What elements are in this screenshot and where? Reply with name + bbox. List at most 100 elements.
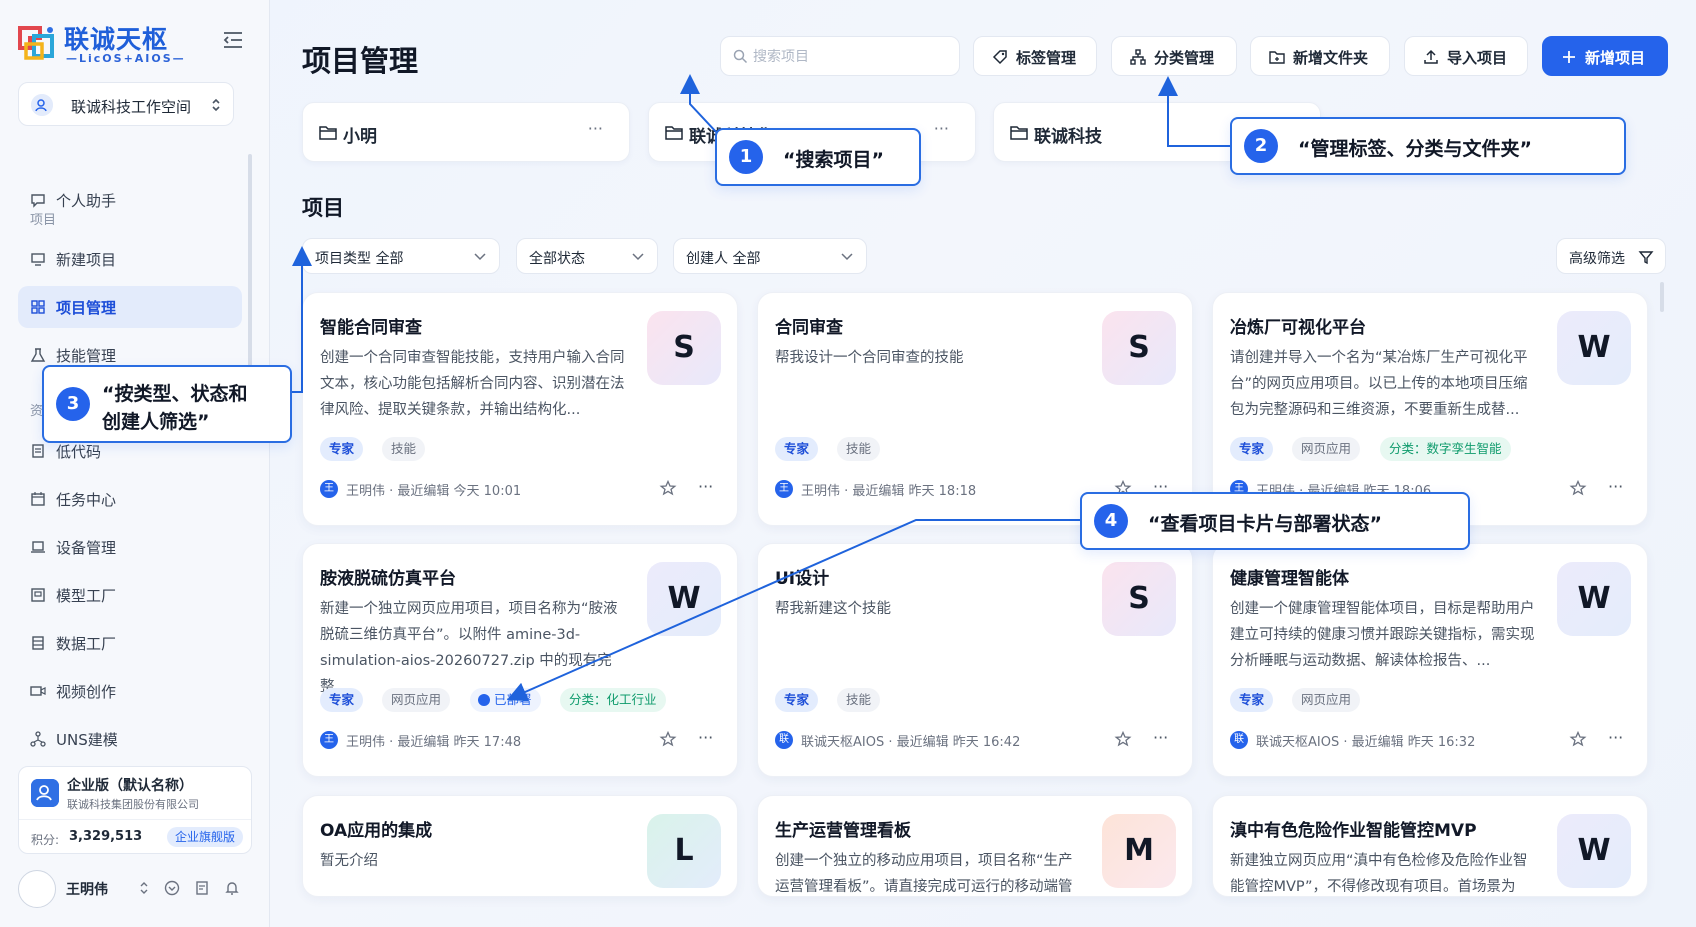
chevron-down-icon: [474, 253, 486, 261]
project-description: 暂无介绍: [320, 853, 378, 869]
project-type-filter[interactable]: 项目类型 全部: [302, 238, 500, 274]
workspace-switcher[interactable]: 联诚科技工作空间: [18, 82, 234, 126]
sidebar-item-video-creation[interactable]: 视频创作: [18, 670, 242, 712]
button-label: 标签管理: [1016, 49, 1077, 67]
tag-label: 已部署: [494, 692, 532, 707]
sidebar-item-model-factory[interactable]: 模型工厂: [18, 574, 242, 616]
more-icon[interactable]: ···: [698, 477, 714, 496]
author-avatar: 王: [775, 480, 793, 498]
project-card[interactable]: 胺液脱硫仿真平台新建一个独立网页应用项目，项目名称为“胺液脱硫三维仿真平台”。以…: [302, 543, 738, 777]
project-type-avatar: W: [1557, 814, 1631, 888]
star-icon[interactable]: [659, 479, 677, 496]
sidebar-item-new-project[interactable]: 新建项目: [18, 238, 242, 280]
sidebar-item-label: 个人助手: [56, 192, 117, 210]
tag-management-button[interactable]: 标签管理: [973, 36, 1097, 76]
import-project-button[interactable]: 导入项目: [1404, 36, 1528, 76]
new-folder-button[interactable]: 新增文件夹: [1250, 36, 1390, 76]
folder-card[interactable]: 小明 ···: [302, 102, 630, 162]
sidebar-item-device-management[interactable]: 设备管理: [18, 526, 242, 568]
card-footer: 王王明伟 · 最近编辑 今天 10:01···: [320, 477, 724, 499]
card-footer: 联联诚天枢AIOS · 最近编辑 昨天 16:42···: [775, 728, 1179, 750]
project-title: 生产运营管理看板: [775, 821, 911, 841]
category-management-button[interactable]: 分类管理: [1111, 36, 1237, 76]
tag-label: 分类：化工行业: [569, 692, 657, 707]
more-icon[interactable]: ···: [1608, 477, 1624, 496]
project-card[interactable]: 生产运营管理看板创建一个独立的移动应用项目，项目名称“生产运营管理看板”。请直接…: [757, 795, 1193, 897]
sidebar-item-label: 技能管理: [56, 347, 117, 365]
project-type-avatar: L: [647, 814, 721, 888]
expert-tag: 专家: [1230, 688, 1274, 712]
filter-label: 高级筛选: [1569, 251, 1625, 267]
tag-label: 网页应用: [391, 692, 442, 707]
project-description: 创建一个健康管理智能体项目，目标是帮助用户建立可持续的健康习惯并跟踪关键指标，需…: [1230, 601, 1535, 669]
project-card[interactable]: 智能合同审查创建一个合同审查智能技能，支持用户输入合同文本，核心功能包括解析合同…: [302, 292, 738, 526]
expert-tag: 专家: [320, 437, 364, 461]
page-title: 项目管理: [302, 44, 419, 78]
sidebar-scrollbar[interactable]: [248, 154, 252, 374]
new-project-button[interactable]: 新增项目: [1542, 36, 1668, 76]
tag-label: 专家: [784, 441, 810, 456]
search-icon: [733, 49, 748, 64]
sidebar-item-task-center[interactable]: 任务中心: [18, 478, 242, 520]
collapse-sidebar-icon[interactable]: [222, 30, 244, 50]
annotation-callout-3: 3 “按类型、状态和 创建人筛选”: [42, 365, 292, 443]
avatar[interactable]: [18, 870, 56, 908]
sidebar-item-low-code[interactable]: 低代码: [18, 430, 242, 472]
sidebar-item-assistant[interactable]: 个人助手: [18, 179, 242, 221]
type-tag: 技能: [837, 437, 881, 461]
more-icon[interactable]: ···: [933, 119, 949, 138]
project-card[interactable]: 健康管理智能体创建一个健康管理智能体项目，目标是帮助用户建立可持续的健康习惯并跟…: [1212, 543, 1648, 777]
check-circle-icon[interactable]: [164, 880, 180, 896]
search-box[interactable]: [720, 36, 960, 76]
more-icon[interactable]: ···: [698, 728, 714, 747]
star-icon[interactable]: [1114, 479, 1132, 496]
folder-icon: [665, 126, 683, 140]
project-title: 滇中有色危险作业智能管控MVP: [1230, 821, 1477, 841]
status-filter[interactable]: 全部状态: [516, 238, 658, 274]
logo-subtitle: —LicOS+AIOS—: [66, 52, 186, 65]
database-icon: [32, 636, 44, 650]
callout-number: 4: [1094, 504, 1128, 538]
logo-title: 联诚天枢: [64, 25, 169, 54]
flask-icon: [30, 348, 46, 362]
sidebar-item-label: UNS建模: [56, 731, 118, 749]
enterprise-panel[interactable]: 企业版（默认名称） 联诚科技集团股份有限公司 积分: 3,329,513 企业旗…: [18, 766, 252, 854]
expert-tag: 专家: [775, 688, 819, 712]
more-icon[interactable]: ···: [587, 119, 603, 138]
more-icon[interactable]: ···: [1153, 477, 1169, 496]
star-icon[interactable]: [1114, 730, 1132, 747]
filter-label: 全部状态: [529, 251, 585, 267]
doc-icon: [32, 444, 44, 458]
project-description: 帮我新建这个技能: [775, 601, 891, 617]
bell-icon[interactable]: [224, 880, 240, 896]
button-label: 新增项目: [1585, 49, 1646, 67]
filter-label: 项目类型 全部: [315, 251, 404, 267]
edit-meta: 联诚天枢AIOS · 最近编辑 昨天 16:42: [801, 735, 1021, 750]
advanced-filter-button[interactable]: 高级筛选: [1556, 238, 1666, 274]
more-icon[interactable]: ···: [1608, 728, 1624, 747]
folder-icon: [319, 126, 337, 140]
star-icon[interactable]: [659, 730, 677, 747]
notes-icon[interactable]: [194, 880, 210, 896]
project-type-avatar: W: [1557, 311, 1631, 385]
star-icon[interactable]: [1569, 479, 1587, 496]
content-scrollbar[interactable]: [1660, 282, 1664, 312]
sidebar-item-uns-modeling[interactable]: UNS建模: [18, 718, 242, 760]
search-input[interactable]: [753, 46, 953, 68]
sidebar-item-project-management[interactable]: 项目管理: [18, 286, 242, 328]
more-icon[interactable]: ···: [1153, 728, 1169, 747]
star-icon[interactable]: [1569, 730, 1587, 747]
logo[interactable]: 联诚天枢 —LicOS+AIOS—: [16, 18, 196, 68]
sidebar-item-skill-management[interactable]: 技能管理: [18, 334, 242, 376]
creator-filter[interactable]: 创建人 全部: [673, 238, 867, 274]
project-type-avatar: S: [647, 311, 721, 385]
tag-label: 分类：数字孪生智能: [1389, 441, 1502, 456]
sidebar-item-data-factory[interactable]: 数据工厂: [18, 622, 242, 664]
project-title: 智能合同审查: [320, 318, 422, 338]
project-card[interactable]: 冶炼厂可视化平台请创建并导入一个名为“某冶炼厂生产可视化平台”的网页应用项目。以…: [1212, 292, 1648, 526]
chevron-updown-icon[interactable]: [136, 880, 152, 896]
